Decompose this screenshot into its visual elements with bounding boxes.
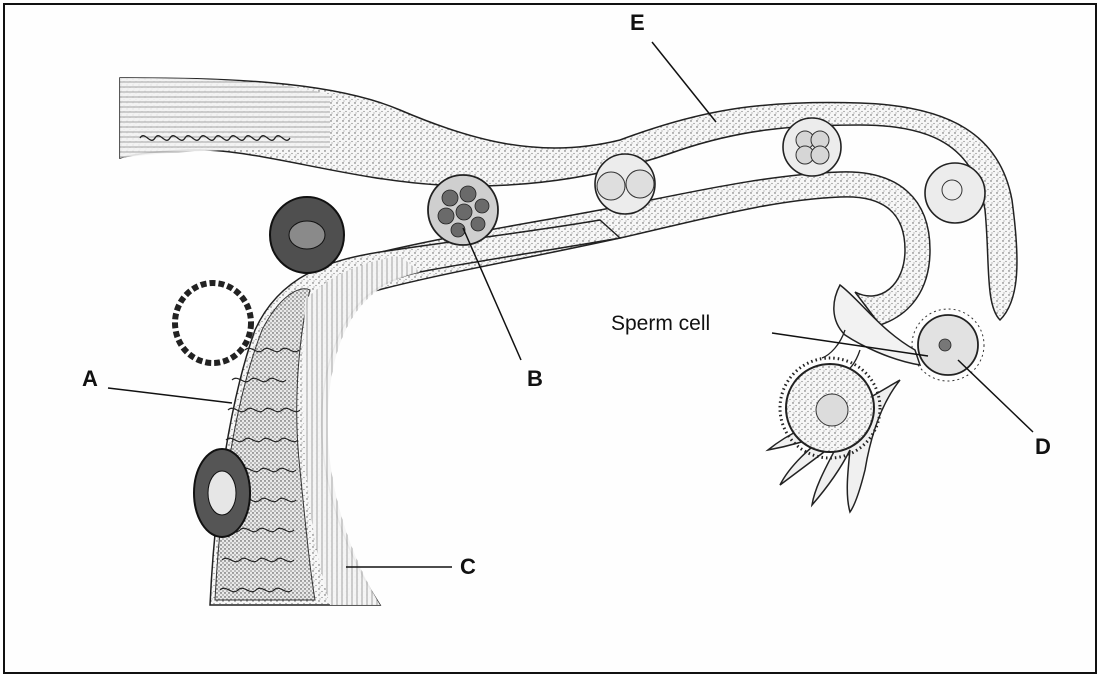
label-d: D [1035,436,1051,458]
myometrium [303,256,420,605]
label-c: C [460,556,476,578]
sperm-cell-label: Sperm cell [611,313,710,334]
label-b: B [527,368,543,390]
oviduct-muscle-layer [120,78,330,158]
label-e: E [630,12,645,34]
label-a: A [82,368,98,390]
